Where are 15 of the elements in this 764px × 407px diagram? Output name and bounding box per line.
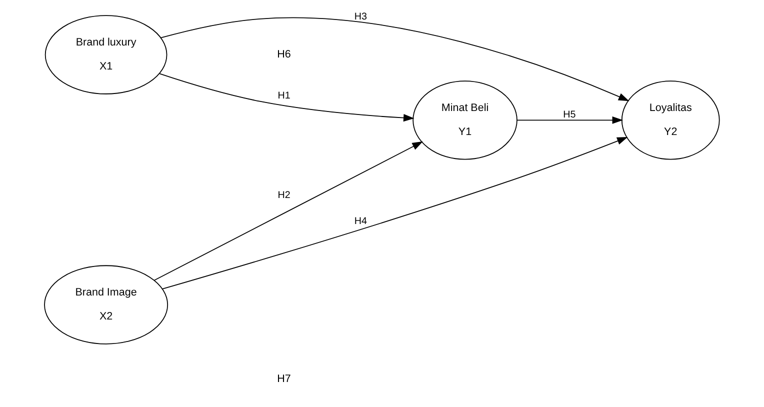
label: H6	[277, 48, 291, 61]
edge-label: H4	[354, 216, 367, 227]
edge-label: H2	[278, 190, 290, 201]
arrow	[160, 17, 630, 102]
edge-label: H5	[563, 109, 576, 120]
arrow	[154, 141, 423, 281]
arrow	[162, 137, 628, 290]
node-ellipse: Brand luxury X1	[44, 15, 168, 94]
label: H7	[277, 372, 291, 385]
arrow	[159, 73, 414, 122]
node-ellipse: Loyalitas Y2	[621, 80, 720, 160]
edge-label: H3	[354, 12, 367, 23]
arrow	[516, 116, 624, 124]
node-ellipse: Brand Image X2	[44, 265, 168, 344]
edge-label: H1	[278, 90, 290, 102]
